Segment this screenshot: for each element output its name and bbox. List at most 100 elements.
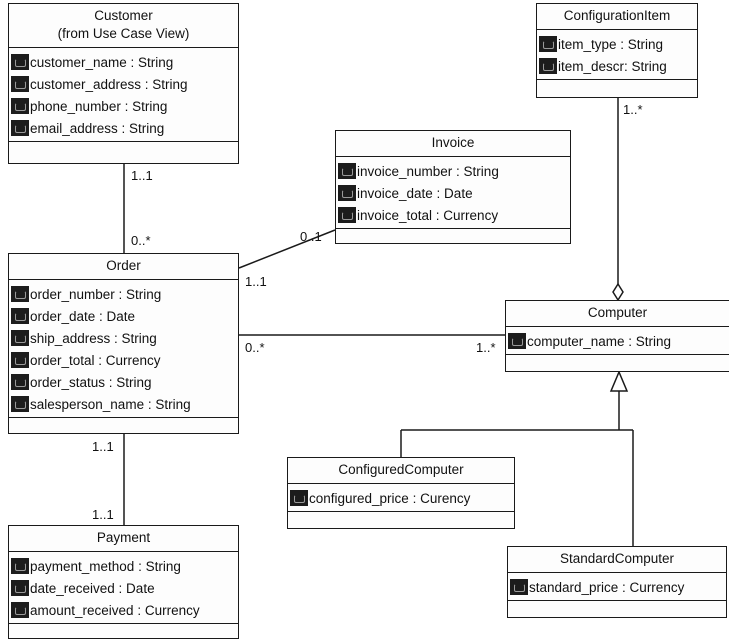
class-customer[interactable]: Customer (from Use Case View) customer_n…: [8, 3, 239, 164]
class-invoice[interactable]: Invoice invoice_number : String invoice_…: [335, 130, 571, 244]
multiplicity-config-item-end: 1..*: [623, 102, 643, 117]
operations-compartment: [9, 623, 238, 636]
attribute-text: order_number : String: [30, 286, 162, 302]
class-customer-header: Customer (from Use Case View): [9, 4, 238, 48]
attribute-row: email_address : String: [11, 117, 238, 139]
attribute-row: date_received : Date: [11, 577, 238, 599]
class-computer-header: Computer: [506, 301, 729, 327]
attribute-icon: [11, 602, 29, 618]
attribute-text: invoice_date : Date: [357, 185, 473, 201]
attribute-icon: [338, 207, 356, 223]
attribute-icon: [11, 98, 29, 114]
attribute-row: ship_address : String: [11, 327, 238, 349]
association-invoice-order: [238, 229, 336, 269]
attribute-icon: [11, 558, 29, 574]
multiplicity-invoice-end: 0..1: [300, 229, 322, 244]
attribute-text: invoice_number : String: [357, 163, 499, 179]
attribute-text: configured_price : Curency: [309, 490, 471, 506]
attribute-text: amount_received : Currency: [30, 602, 200, 618]
class-computer[interactable]: Computer computer_name : String: [505, 300, 729, 372]
class-standard-computer-header: StandardComputer: [508, 547, 726, 573]
attribute-text: salesperson_name : String: [30, 396, 191, 412]
class-configured-computer-header: ConfiguredComputer: [288, 458, 514, 484]
operations-compartment: [288, 511, 514, 524]
attribute-row: item_descr: String: [539, 55, 697, 77]
operations-compartment: [9, 141, 238, 154]
class-payment[interactable]: Payment payment_method : String date_rec…: [8, 525, 239, 639]
attribute-text: invoice_total : Currency: [357, 207, 499, 223]
attribute-icon: [338, 163, 356, 179]
attribute-row: order_status : String: [11, 371, 238, 393]
attribute-row: order_total : Currency: [11, 349, 238, 371]
attribute-row: customer_name : String: [11, 51, 238, 73]
attribute-text: order_date : Date: [30, 308, 136, 324]
attribute-icon: [11, 374, 29, 390]
operations-compartment: [336, 228, 570, 241]
multiplicity-order-end-computer: 0..*: [245, 340, 265, 355]
class-configuration-item-header: ConfigurationItem: [537, 4, 697, 30]
class-invoice-header: Invoice: [336, 131, 570, 157]
attribute-icon: [11, 120, 29, 136]
attribute-row: payment_method : String: [11, 555, 238, 577]
class-name: Order: [106, 258, 141, 273]
multiplicity-customer-end: 1..1: [131, 168, 153, 183]
class-standard-computer[interactable]: StandardComputer standard_price : Curren…: [507, 546, 727, 618]
attribute-icon: [510, 579, 528, 595]
attribute-row: salesperson_name : String: [11, 393, 238, 415]
multiplicity-payment-end: 1..1: [92, 507, 114, 522]
attribute-text: order_total : Currency: [30, 352, 161, 368]
attribute-row: invoice_date : Date: [338, 182, 570, 204]
attribute-text: customer_name : String: [30, 54, 174, 70]
attribute-text: email_address : String: [30, 120, 165, 136]
attribute-icon: [11, 308, 29, 324]
attribute-icon: [11, 352, 29, 368]
generalization-triangle: [609, 370, 629, 392]
attribute-text: date_received : Date: [30, 580, 155, 596]
class-configuration-item[interactable]: ConfigurationItem item_type : String ite…: [536, 3, 698, 98]
attribute-row: invoice_number : String: [338, 160, 570, 182]
attribute-icon: [11, 286, 29, 302]
attribute-text: order_status : String: [30, 374, 152, 390]
attribute-row: phone_number : String: [11, 95, 238, 117]
attribute-icon: [11, 396, 29, 412]
operations-compartment: [9, 417, 238, 430]
attribute-text: item_descr: String: [558, 58, 667, 74]
class-name: Customer: [94, 8, 153, 23]
attribute-text: phone_number : String: [30, 98, 168, 114]
class-configured-computer[interactable]: ConfiguredComputer configured_price : Cu…: [287, 457, 515, 529]
attribute-icon: [539, 36, 557, 52]
attribute-row: invoice_total : Currency: [338, 204, 570, 226]
attribute-icon: [539, 58, 557, 74]
multiplicity-computer-end: 1..*: [476, 340, 496, 355]
operations-compartment: [506, 354, 729, 367]
attribute-icon: [338, 185, 356, 201]
multiplicity-order-end-payment: 1..1: [92, 439, 114, 454]
attribute-icon: [508, 333, 526, 349]
attribute-text: item_type : String: [558, 36, 664, 52]
class-name: Invoice: [431, 135, 475, 150]
class-name: StandardComputer: [559, 551, 675, 566]
attribute-row: standard_price : Currency: [510, 576, 726, 598]
class-name: Payment: [96, 530, 151, 545]
aggregation-diamond: [612, 282, 624, 302]
attribute-icon: [11, 54, 29, 70]
attribute-row: configured_price : Curency: [290, 487, 514, 509]
attribute-text: computer_name : String: [527, 333, 672, 349]
attribute-row: computer_name : String: [508, 330, 729, 352]
class-name: ConfigurationItem: [563, 8, 671, 23]
attribute-text: customer_address : String: [30, 76, 188, 92]
attribute-text: ship_address : String: [30, 330, 157, 346]
attribute-text: payment_method : String: [30, 558, 181, 574]
class-name: Computer: [587, 305, 648, 320]
class-payment-header: Payment: [9, 526, 238, 552]
class-order[interactable]: Order order_number : String order_date :…: [8, 253, 239, 434]
class-order-header: Order: [9, 254, 238, 280]
attribute-icon: [290, 490, 308, 506]
operations-compartment: [537, 79, 697, 92]
attribute-icon: [11, 330, 29, 346]
attribute-row: order_number : String: [11, 283, 238, 305]
multiplicity-order-end-invoice: 1..1: [245, 274, 267, 289]
class-name: ConfiguredComputer: [338, 462, 464, 477]
operations-compartment: [508, 600, 726, 613]
